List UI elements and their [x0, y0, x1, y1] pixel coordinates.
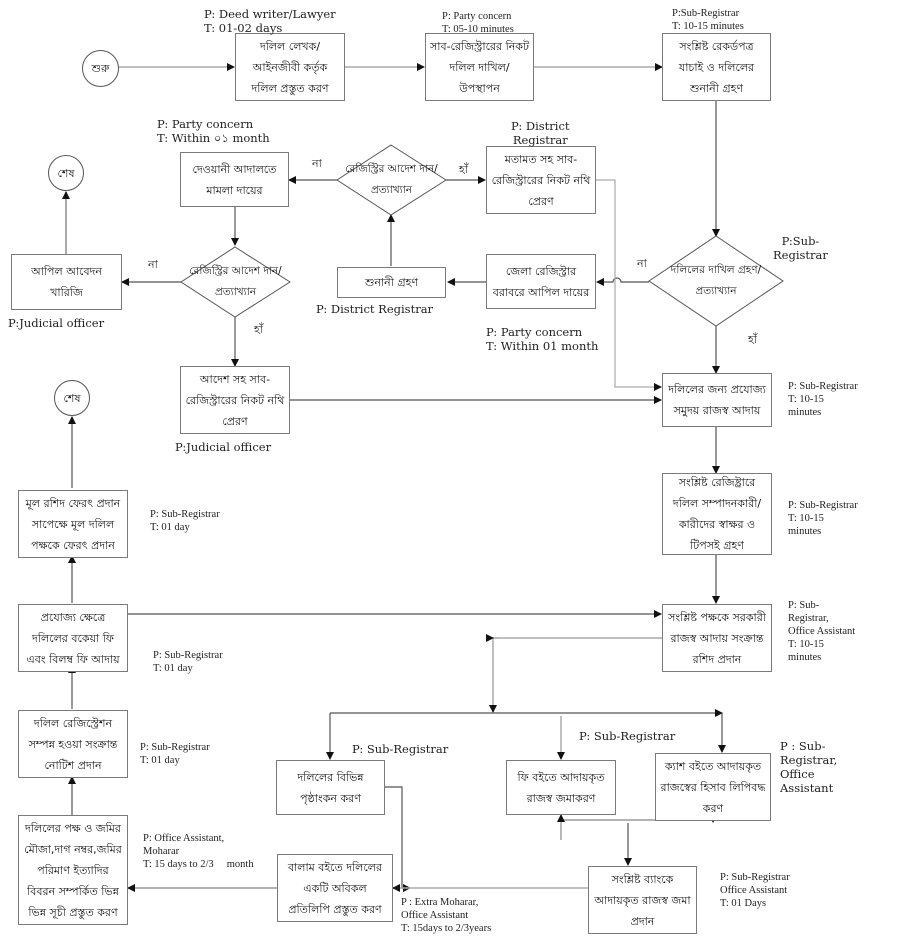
step-label: দেওয়ানী আদালতে মামলা দায়ের: [192, 162, 277, 197]
step-label: দলিল রেজিস্ট্রেশন সম্পন্ন হওয়া সংক্রান্…: [28, 716, 118, 772]
decision-judicial-order-shape: [180, 246, 291, 318]
step-appeal-reject: আপিল আবেদন খারিজি: [11, 254, 122, 310]
decision-accept-reject: দলিলের দাখিল গ্রহণ/ প্রত্যাখ্যান: [649, 256, 783, 306]
branch-yes-judicial: হাঁ: [254, 323, 263, 336]
annotation-due-fees: P: Sub-Registrar T: 01 day: [153, 650, 223, 674]
step-label: সংশ্লিষ্ট রেজিষ্ট্রারে দলিল সম্পাদনকারী/…: [672, 476, 762, 552]
step-label: সংশ্লিষ্ট পক্ষকে সরকারী রাজস্ব আদায় সংক…: [668, 610, 766, 666]
annotation-bank-deposit: P: Sub-Registrar Office Assistant T: 01 …: [720, 872, 790, 909]
edge-opinion-to-revenue: [596, 179, 662, 391]
branch-no-district: না: [312, 157, 322, 170]
annotation-accept-reject: P:Sub- Registrar: [773, 234, 828, 262]
step-label: সংশ্লিষ্ট রেকর্ডপত্র যাচাই ও দলিলের শুনা…: [678, 39, 755, 95]
decision-judicial-order: রেজিস্ট্রির আদেশ দান/প্রত্যাখ্যান: [181, 259, 290, 305]
step-label: সংশ্লিষ্ট ব্যাংকে আদায়কৃত রাজস্ব জমা প্…: [594, 872, 691, 928]
end-terminal-mid: শেষ: [54, 380, 90, 416]
step-label: আপিল আবেদন খারিজি: [31, 265, 102, 299]
step-label: ফি বইতে আদায়কৃত রাজস্ব জমাকরণ: [517, 770, 605, 805]
step-label: মতামত সহ সাব- রেজিস্ট্রারের নিকট নথি প্র…: [491, 152, 591, 208]
annotation-cash-book: P : Sub- Registrar, Office Assistant: [780, 739, 838, 795]
step-submit-subregistrar: সাব-রেজিস্ট্রারের নিকট দলিল দাখিল/ উপস্থ…: [425, 33, 534, 101]
branch-yes-district: হাঁ: [459, 163, 468, 176]
branch-no-judicial: না: [148, 258, 158, 271]
step-return-deed: মূল রশিদ ফেরৎ প্রদান সাপেক্ষে মূল দলিল প…: [18, 490, 128, 558]
step-district-appeal: জেলা রেজিস্ট্রার বরাবরে আপিল দায়ের: [486, 254, 596, 309]
decision-label: রেজিস্ট্রির আদেশ দান/প্রত্যাখ্যান: [189, 265, 282, 298]
step-label: মূল রশিদ ফেরৎ প্রদান সাপেক্ষে মূল দলিল প…: [25, 496, 121, 552]
step-order-send: আদেশ সহ সাব- রেজিস্ট্রারের নিকট নথি প্রে…: [180, 366, 290, 434]
annotation-order-send: P:Judicial officer: [175, 440, 272, 454]
step-label: আদেশ সহ সাব- রেজিস্ট্রারের নিকট নথি প্রে…: [185, 372, 285, 428]
decision-label: রেজিস্ট্রির আদেশ দান/প্রত্যাখ্যান: [345, 163, 438, 196]
step-endorse: দলিলের বিভিন্ন পৃষ্ঠাংকন করণ: [276, 760, 385, 815]
decision-accept-reject-shape: [648, 235, 784, 327]
start-label: শুরু: [91, 62, 110, 75]
step-notice: দলিল রেজিস্ট্রেশন সম্পন্ন হওয়া সংক্রান্…: [18, 710, 128, 778]
step-label: বালাম বইতে দলিলের একটি অবিকল প্রতিলিপি প…: [287, 860, 383, 916]
annotation-opinion-send: P: District Registrar: [511, 119, 570, 147]
branch-no-accept: না: [637, 257, 647, 270]
step-label: ক্যাশ বইতে আদায়কৃত রাজস্বের হিসাব লিপিব…: [660, 759, 766, 815]
step-signature: সংশ্লিষ্ট রেজিষ্ট্রারে দলিল সম্পাদনকারী/…: [662, 473, 772, 555]
start-terminal: শুরু: [82, 50, 119, 87]
annotation-fee-book: P: Sub-Registrar: [579, 729, 676, 743]
step-civil-court: দেওয়ানী আদালতে মামলা দায়ের: [180, 152, 289, 207]
annotation-deed-prepare: P: Deed writer/Lawyer T: 01-02 days: [204, 7, 336, 35]
step-label: দলিলের বিভিন্ন পৃষ্ঠাংকন করণ: [297, 770, 364, 805]
annotation-return-deed: P: Sub-Registrar T: 01 day: [150, 509, 220, 533]
annotation-verify-records: P:Sub-Registrar T: 10-15 minutes: [672, 8, 744, 32]
edge-receipt-to-split: [489, 637, 662, 713]
step-label: দলিলের জন্য প্রযোজ্য সমুদয় রাজস্ব আদায়: [668, 383, 766, 417]
decision-label: দলিলের দাখিল গ্রহণ/ প্রত্যাখ্যান: [670, 264, 762, 297]
step-opinion-send: মতামত সহ সাব- রেজিস্ট্রারের নিকট নথি প্র…: [486, 146, 596, 214]
step-fee-book: ফি বইতে আদায়কৃত রাজস্ব জমাকরণ: [506, 760, 616, 815]
edge-bank-to-books: [560, 819, 713, 840]
step-deed-prepare: দলিল লেখক/ আইনজীবী কর্তৃক দলিল প্রস্তুত …: [235, 33, 345, 101]
end-terminal-top: শেষ: [48, 155, 84, 191]
annotation-submit-subregistrar: P: Party concern T: 05-10 minutes: [442, 11, 514, 35]
annotation-hearing: P: District Registrar: [316, 302, 434, 316]
step-collect-revenue: দলিলের জন্য প্রযোজ্য সমুদয় রাজস্ব আদায়: [662, 373, 772, 427]
annotation-volume-copy: P : Extra Moharar, Office Assistant T: 1…: [401, 897, 492, 934]
step-due-fees: প্রযোজ্য ক্ষেত্রে দলিলের বকেয়া ফি এবং ব…: [18, 604, 128, 672]
decision-district-order: রেজিস্ট্রির আদেশ দান/প্রত্যাখ্যান: [337, 157, 446, 203]
annotation-signature: P: Sub-Registrar T: 10-15 minutes: [788, 500, 858, 537]
annotation-index-lists: P: Office Assistant, Moharar T: 15 days …: [143, 833, 254, 870]
step-volume-copy: বালাম বইতে দলিলের একটি অবিকল প্রতিলিপি প…: [277, 854, 393, 922]
annotation-endorse: P: Sub-Registrar: [352, 742, 449, 756]
end-label: শেষ: [63, 391, 81, 405]
annotation-notice: P: Sub-Registrar T: 01 day: [140, 742, 210, 766]
step-label: দলিল লেখক/ আইনজীবী কর্তৃক দলিল প্রস্তুত …: [251, 39, 329, 95]
decision-district-order-shape: [336, 144, 447, 216]
step-verify-records: সংশ্লিষ্ট রেকর্ডপত্র যাচাই ও দলিলের শুনা…: [662, 33, 771, 101]
annotation-receipt: P: Sub- Registrar, Office Assistant T: 1…: [788, 600, 856, 663]
annotation-appeal-reject: P:Judicial officer: [8, 316, 105, 330]
step-index-lists: দলিলের পক্ষ ও জমির মৌজা,দাগ নম্বর,জমির প…: [18, 815, 128, 925]
branch-yes-accept: হাঁ: [748, 333, 757, 346]
annotation-district-appeal: P: Party concern T: Within 01 month: [486, 325, 599, 353]
edge-decision-no-to-appeal: [596, 277, 649, 286]
step-cash-book: ক্যাশ বইতে আদায়কৃত রাজস্বের হিসাব লিপিব…: [655, 753, 771, 821]
step-label: প্রযোজ্য ক্ষেত্রে দলিলের বকেয়া ফি এবং ব…: [26, 610, 120, 666]
step-label: দলিলের পক্ষ ও জমির মৌজা,দাগ নম্বর,জমির প…: [24, 821, 122, 919]
step-hearing: শুনানী গ্রহণ: [337, 267, 446, 298]
step-label: জেলা রেজিস্ট্রার বরাবরে আপিল দায়ের: [492, 264, 590, 299]
step-label: সাব-রেজিস্ট্রারের নিকট দলিল দাখিল/ উপস্থ…: [430, 39, 529, 95]
step-label: শুনানী গ্রহণ: [364, 276, 419, 289]
end-label: শেষ: [57, 166, 75, 180]
step-bank-deposit: সংশ্লিষ্ট ব্যাংকে আদায়কৃত রাজস্ব জমা প্…: [588, 866, 697, 934]
annotation-civil-court: P: Party concern T: Within ০১ month: [157, 117, 270, 145]
step-receipt: সংশ্লিষ্ট পক্ষকে সরকারী রাজস্ব আদায় সংক…: [662, 604, 772, 672]
annotation-collect-revenue: P: Sub-Registrar T: 10-15 minutes: [788, 381, 858, 418]
